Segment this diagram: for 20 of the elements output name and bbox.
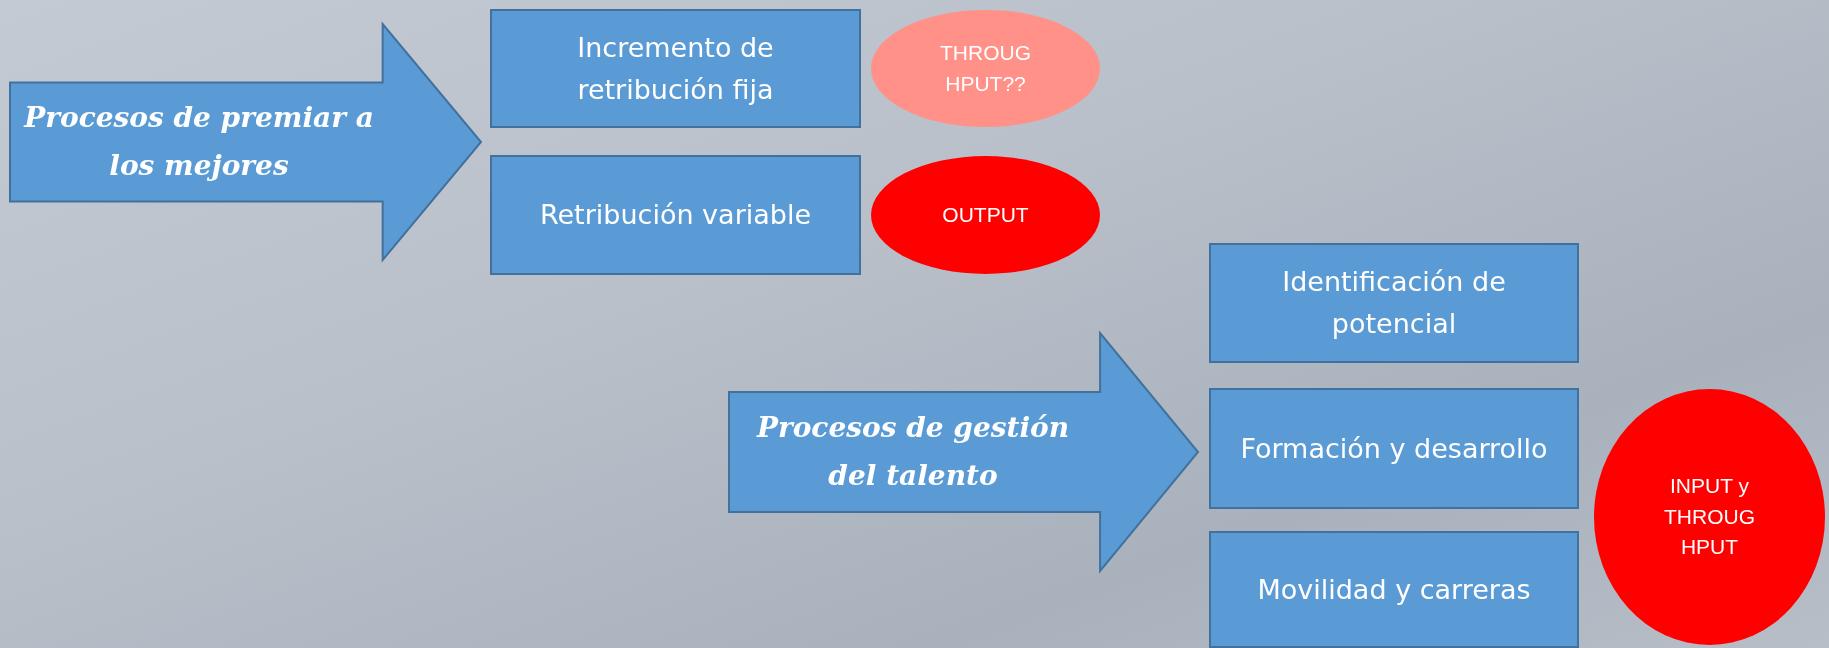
process-box [490,155,861,275]
ellipse-label: INPUT y THROUG HPUT [1663,473,1756,561]
process-box [1209,388,1579,509]
block-arrow [728,332,1199,572]
box-label: Incremento de retribución fija [576,30,775,107]
ellipse [870,155,1101,275]
ellipse [1593,388,1826,646]
ellipse-label: THROUG HPUT?? [939,40,1032,97]
block-arrow [9,23,482,261]
arrow-label: Procesos de gestión del talento [755,410,1071,494]
arrow-label: Procesos de premiar a los mejores [22,100,375,184]
process-box [1209,243,1579,363]
ellipse [870,9,1101,128]
box-label: Formación y desarrollo [1240,431,1548,466]
box-label: Identificación de potencial [1281,265,1507,341]
box-label: Retribución variable [539,198,812,233]
process-box [1209,531,1579,648]
box-label: Movilidad y carreras [1257,572,1531,607]
process-box [490,9,861,128]
ellipse-label: OUTPUT [941,201,1030,228]
